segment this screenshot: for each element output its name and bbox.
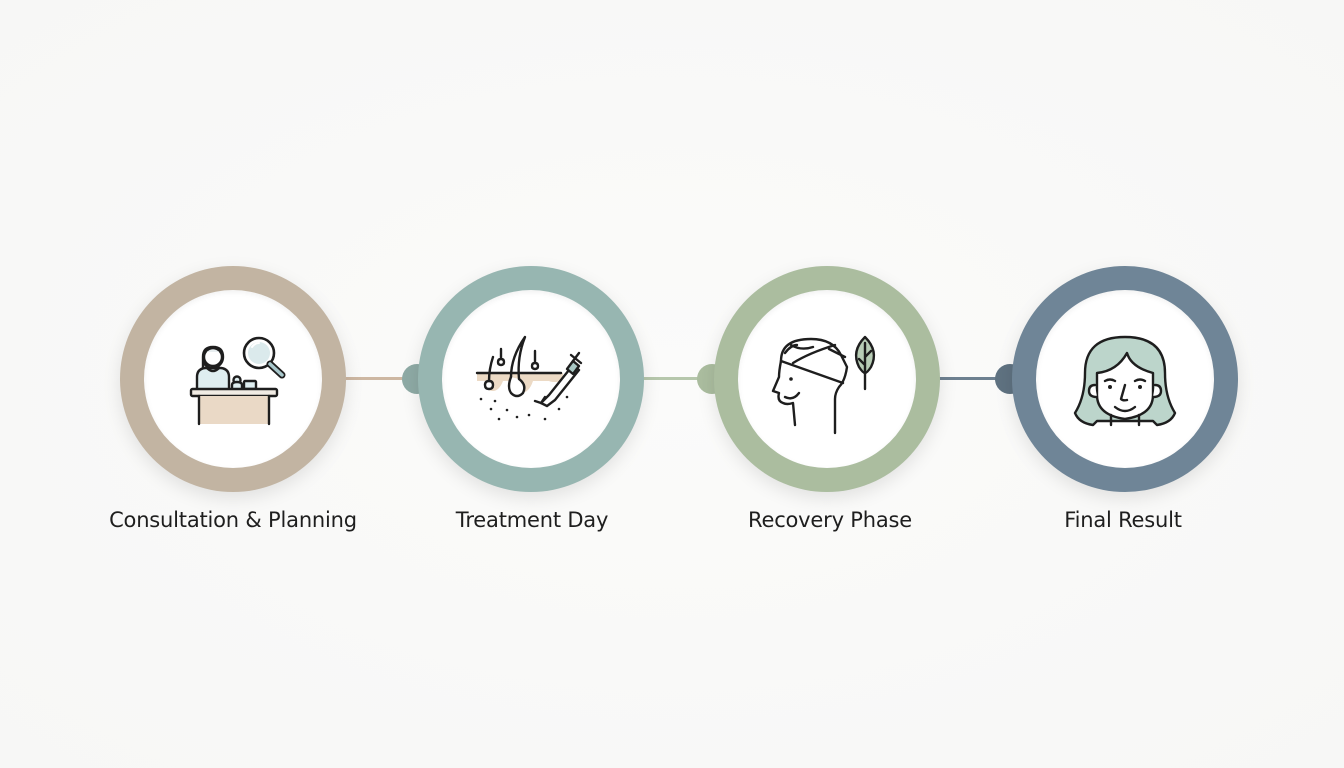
step-label-final-result: Final Result xyxy=(1064,508,1182,532)
bandaged-head-leaf-icon xyxy=(771,335,876,435)
step-inner-circle xyxy=(738,290,916,468)
consultation-desk-magnifier-icon xyxy=(189,336,286,426)
step-final-result xyxy=(1012,266,1238,492)
connector-1-2 xyxy=(344,377,420,380)
step-recovery xyxy=(714,266,940,492)
step-consultation xyxy=(120,266,346,492)
step-label-recovery: Recovery Phase xyxy=(748,508,912,532)
hair-follicle-implant-tool-icon xyxy=(475,335,583,421)
connector-3-4 xyxy=(938,377,1016,380)
smiling-woman-face-icon xyxy=(1073,335,1177,427)
connector-2-3 xyxy=(642,377,720,380)
step-label-treatment: Treatment Day xyxy=(455,508,609,532)
step-treatment xyxy=(418,266,644,492)
step-label-consultation: Consultation & Planning xyxy=(109,508,357,532)
